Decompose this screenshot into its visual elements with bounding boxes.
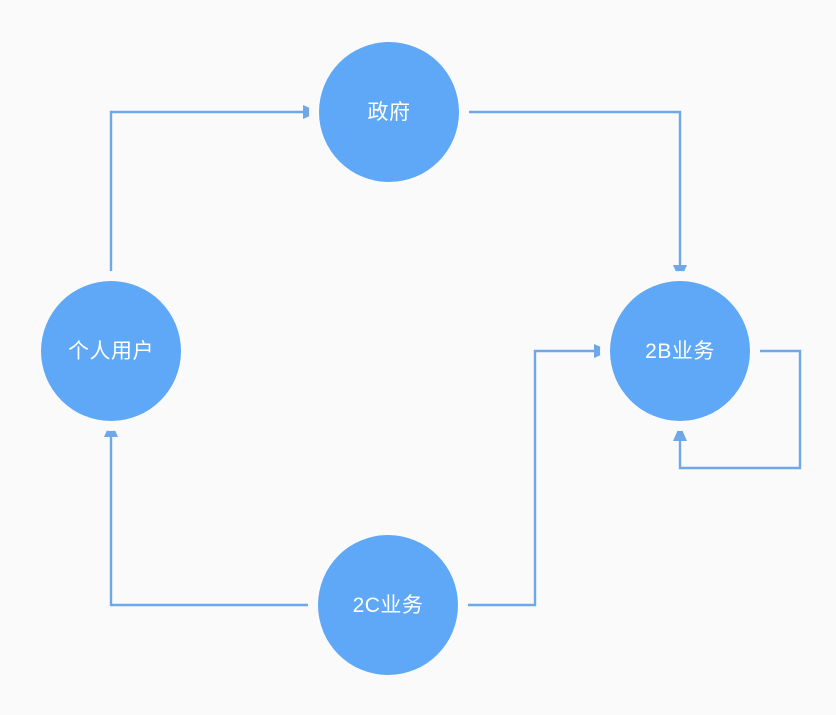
arrowhead-down — [673, 265, 687, 281]
edge-path — [459, 110, 682, 266]
arrowhead-up — [673, 425, 687, 441]
node-government[interactable]: 政府 — [319, 42, 459, 182]
node-label-individual-users: 个人用户 — [68, 339, 154, 363]
edge-path — [109, 110, 304, 281]
arrowhead-right — [594, 344, 610, 358]
edge-path — [678, 349, 802, 470]
node-label-business-2c: 2C业务 — [352, 593, 424, 617]
edge-business-2b-self-loop — [673, 349, 802, 470]
edge-business-2c-to-business-2b — [458, 344, 610, 607]
node-business-2c[interactable]: 2C业务 — [318, 535, 458, 675]
node-business-2b[interactable]: 2B业务 — [610, 281, 750, 421]
edge-government-to-business-2b — [459, 110, 687, 281]
edge-path — [109, 436, 318, 607]
node-label-business-2b: 2B业务 — [645, 339, 715, 363]
edge-business-2c-to-individual-users — [104, 421, 318, 607]
arrowhead-right — [303, 105, 319, 119]
edge-path — [458, 349, 595, 607]
node-label-government: 政府 — [367, 100, 411, 124]
node-individual-users[interactable]: 个人用户 — [41, 281, 181, 421]
edge-individual-users-to-government — [109, 105, 319, 281]
arrowhead-up — [104, 421, 118, 437]
